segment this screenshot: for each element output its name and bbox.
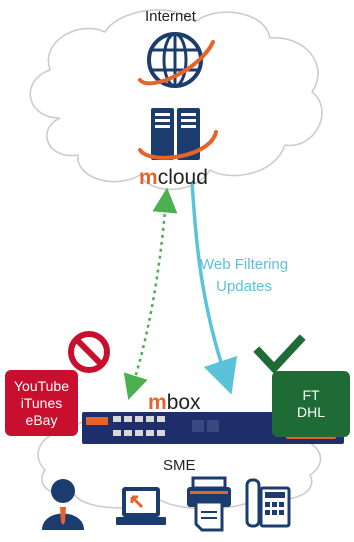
internet-cloud bbox=[29, 9, 323, 191]
updates-line-2: Updates bbox=[216, 278, 272, 295]
laptop-icon bbox=[116, 487, 166, 525]
mcloud-suffix: cloud bbox=[157, 166, 208, 189]
update-arrow bbox=[190, 181, 238, 395]
user-icon bbox=[42, 479, 84, 530]
mbox-suffix: box bbox=[166, 391, 201, 414]
allowed-line-1: FT bbox=[302, 387, 320, 403]
phone-icon bbox=[245, 478, 291, 528]
printer-icon bbox=[187, 476, 231, 532]
allowed-sites-box: FT DHL bbox=[272, 371, 350, 437]
mcloud-brand: mcloud bbox=[139, 166, 208, 190]
checkmark-icon bbox=[253, 334, 306, 374]
blocked-line-3: eBay bbox=[25, 411, 58, 428]
blocked-line-2: iTunes bbox=[20, 394, 63, 411]
globe-icon bbox=[138, 32, 215, 88]
mbox-prefix: m bbox=[148, 391, 167, 414]
blocked-sites-box: YouTube iTunes eBay bbox=[5, 370, 78, 436]
blocked-line-1: YouTube bbox=[13, 377, 69, 394]
mbox-brand: mbox bbox=[148, 391, 201, 415]
updates-line-1: Web Filtering bbox=[200, 256, 289, 273]
sme-label: SME bbox=[163, 457, 196, 474]
internet-label: Internet bbox=[145, 8, 196, 25]
allowed-line-2: DHL bbox=[296, 404, 325, 420]
web-filtering-updates-label: Web Filtering Updates bbox=[200, 254, 288, 298]
server-icon bbox=[138, 108, 218, 160]
no-entry-icon bbox=[68, 331, 110, 373]
mcloud-prefix: m bbox=[139, 166, 158, 189]
sync-arrow bbox=[123, 187, 178, 400]
